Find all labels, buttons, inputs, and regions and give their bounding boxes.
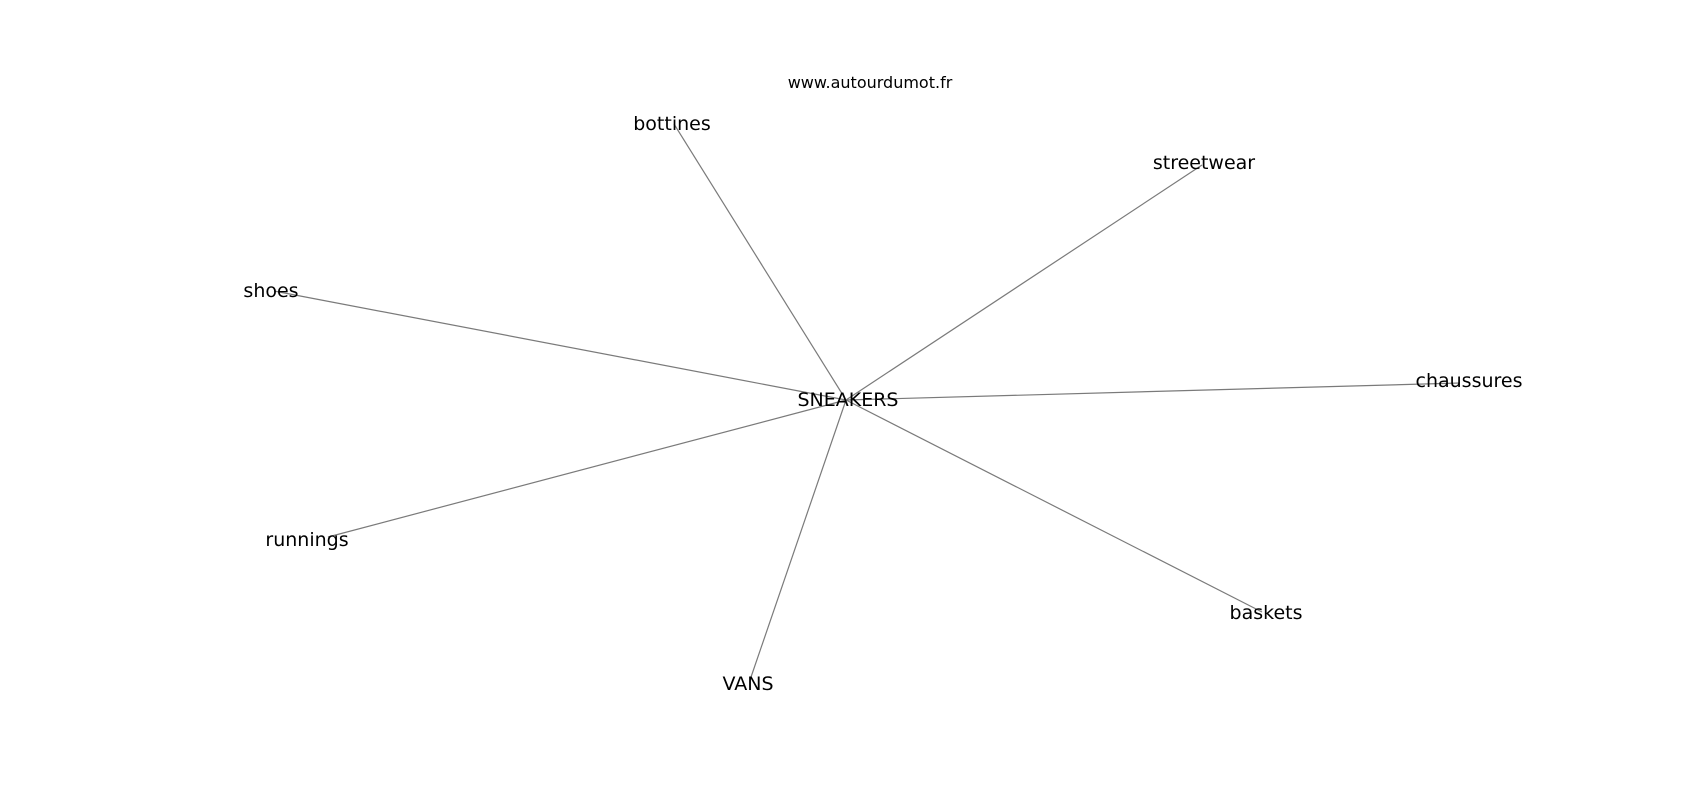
node-label-streetwear[interactable]: streetwear xyxy=(1153,152,1255,174)
node-label-center[interactable]: SNEAKERS xyxy=(797,389,898,411)
edge-layer xyxy=(273,123,1461,681)
edge-sneakers-chaussures xyxy=(845,382,1461,401)
node-label-baskets[interactable]: baskets xyxy=(1230,602,1303,624)
edge-sneakers-runnings xyxy=(327,399,847,538)
edge-sneakers-streetwear xyxy=(845,164,1203,401)
edge-sneakers-baskets xyxy=(845,399,1263,613)
edge-sneakers-vans xyxy=(749,399,847,681)
node-label-shoes[interactable]: shoes xyxy=(243,280,298,302)
edge-sneakers-shoes xyxy=(273,290,847,401)
source-watermark: www.autourdumot.fr xyxy=(788,73,953,92)
node-label-runnings[interactable]: runnings xyxy=(265,529,348,551)
node-label-vans[interactable]: VANS xyxy=(722,673,773,695)
node-label-bottines[interactable]: bottines xyxy=(633,113,711,135)
node-label-layer: SNEAKERS bottines streetwear shoes chaus… xyxy=(243,113,1522,695)
node-label-chaussures[interactable]: chaussures xyxy=(1416,370,1523,392)
edge-sneakers-bottines xyxy=(673,123,847,401)
